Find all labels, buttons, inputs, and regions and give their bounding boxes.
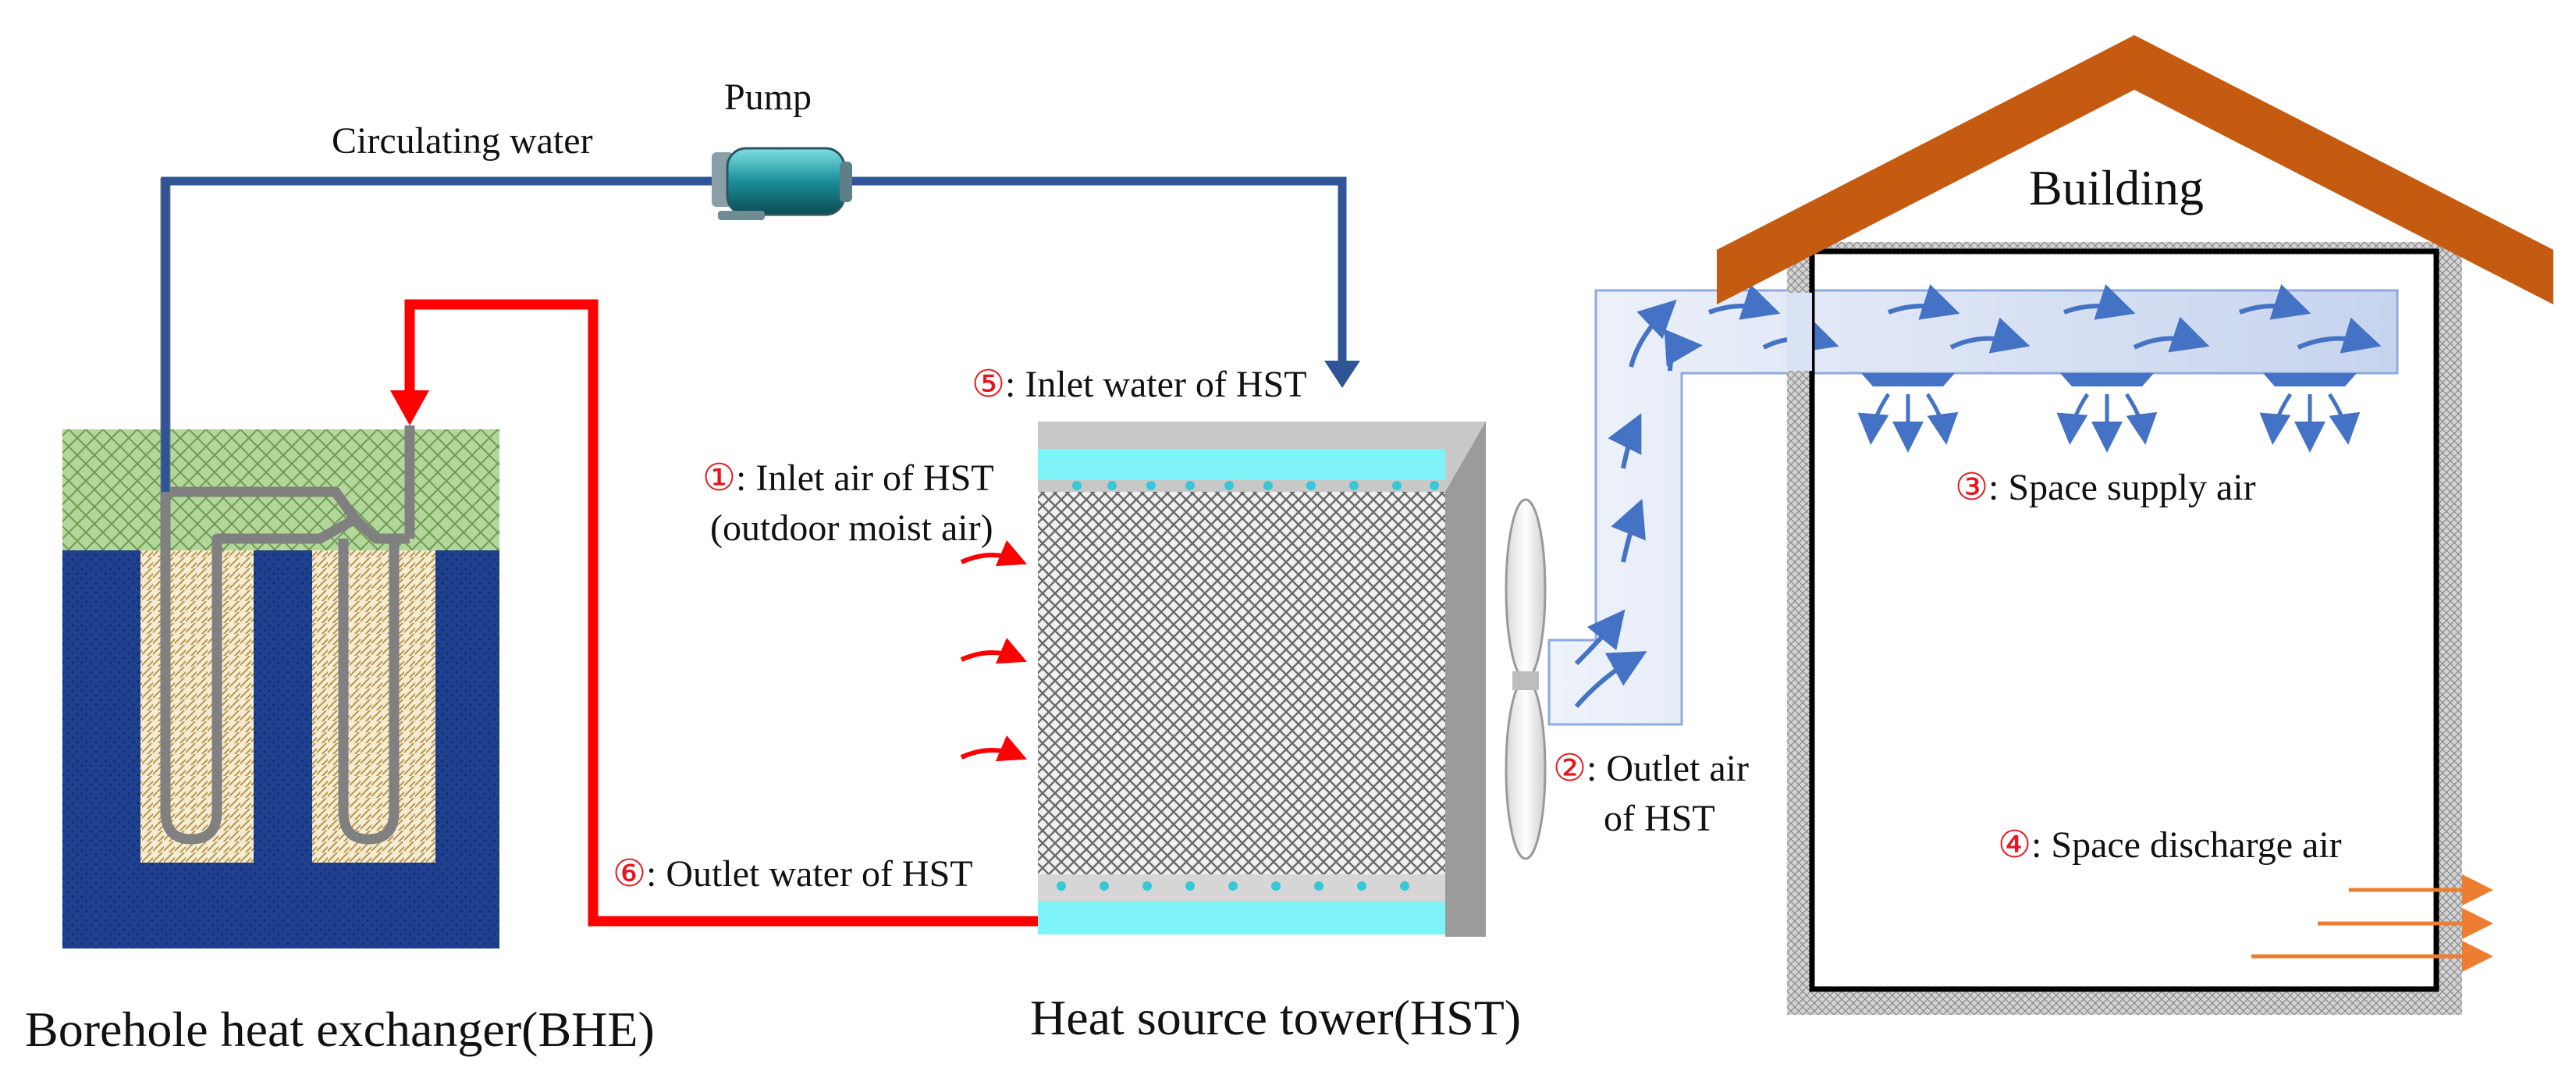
water-droplets-bottom [1057, 881, 1409, 891]
annotation-text: : Inlet air of HST [736, 457, 994, 499]
label-circulating-water: Circulating water [332, 120, 593, 162]
supply-air-arrows [1857, 393, 2361, 453]
annotation-supply-air: ③: Space supply air [1955, 467, 2256, 508]
outlet-water-arrowhead [390, 390, 429, 425]
annotation-number: ④ [1998, 824, 2031, 866]
roof [1717, 35, 2553, 304]
u-tube-pipes [160, 178, 415, 845]
tower-basin-top [1038, 449, 1445, 480]
pump-icon [712, 147, 852, 220]
borehole-left [140, 550, 254, 863]
tower-basin-bottom [1038, 902, 1445, 934]
annotation-inlet-water: ⑤: Inlet water of HST [972, 364, 1307, 405]
annotation-number: ⑤ [972, 364, 1005, 405]
annotation-outlet-air-line2: of HST [1604, 798, 1715, 839]
discharge-air-arrows [2251, 874, 2493, 972]
supply-diffusers [1861, 373, 2357, 386]
annotation-inlet-air-line2: (outdoor moist air) [710, 507, 993, 549]
circulating-water-arrowhead [1324, 361, 1360, 388]
label-hst: Heat source tower(HST) [1030, 990, 1521, 1045]
annotation-number: ① [702, 457, 736, 499]
tower-bottom-rail [1038, 874, 1445, 902]
fan-icon [1505, 498, 1547, 860]
borehole-heat-exchanger [62, 178, 499, 948]
label-pump: Pump [724, 77, 812, 118]
duct-wall-gap [1787, 293, 1812, 371]
annotation-text: : Outlet air [1586, 748, 1749, 789]
annotation-outlet-air: ②: Outlet air [1553, 748, 1749, 789]
annotation-outlet-water: ⑥: Outlet water of HST [613, 853, 973, 895]
annotation-text: : Space supply air [1988, 467, 2256, 508]
label-building: Building [2029, 160, 2204, 215]
annotation-number: ② [1553, 748, 1586, 789]
water-droplets-top [1072, 481, 1439, 490]
annotation-text: : Outlet water of HST [646, 853, 973, 895]
inlet-air-arrows [960, 540, 1028, 762]
annotation-inlet-air: ①: Inlet air of HST [702, 457, 994, 499]
circulating-water-loop [161, 176, 1347, 492]
borehole-right [312, 550, 435, 863]
tower-side-panel [1445, 422, 1486, 937]
heat-source-tower [1038, 422, 1547, 937]
tower-fill-mesh [1038, 492, 1445, 874]
annotation-text: : Inlet water of HST [1005, 364, 1307, 405]
annotation-text: : Space discharge air [2031, 824, 2342, 866]
duct-airflow-arrows [1574, 284, 2382, 708]
annotation-discharge-air: ④: Space discharge air [1998, 824, 2342, 866]
building-wall-inner [1809, 248, 2439, 992]
outlet-water-loop [404, 299, 1038, 927]
label-bhe: Borehole heat exchanger(BHE) [25, 1002, 655, 1057]
building [1717, 35, 2553, 1015]
annotation-number: ⑥ [613, 853, 646, 895]
annotation-number: ③ [1955, 467, 1988, 508]
